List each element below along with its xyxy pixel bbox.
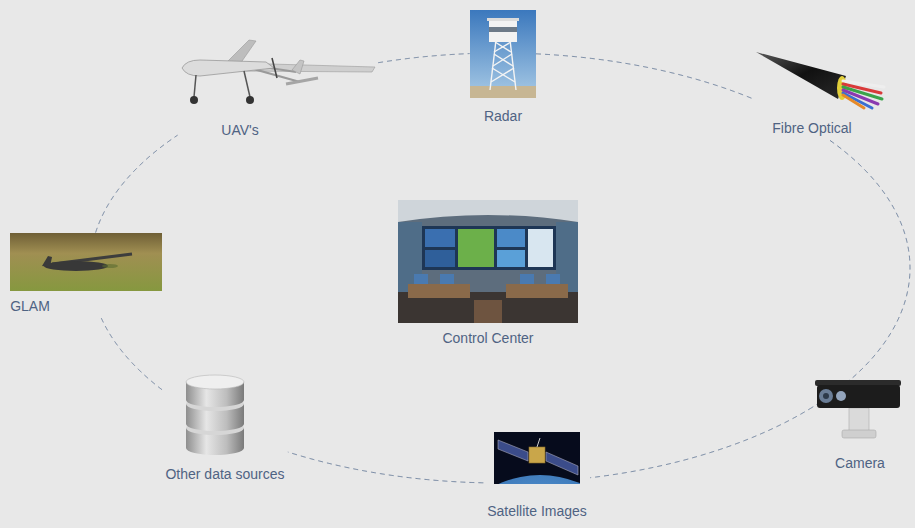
ring-connector bbox=[101, 318, 162, 390]
ring-connector bbox=[590, 407, 812, 478]
node-label: Control Center bbox=[442, 330, 533, 347]
sensor-node: Control Center bbox=[398, 200, 578, 350]
node-label: Camera bbox=[835, 455, 885, 472]
radar-illustration bbox=[470, 10, 536, 98]
camera-illustration bbox=[815, 380, 901, 438]
sensor-node: Fibre Optical bbox=[755, 50, 885, 140]
ring-connector bbox=[536, 54, 755, 100]
satellite-illustration bbox=[494, 432, 580, 484]
ring-connector bbox=[288, 452, 483, 483]
node-label: Satellite Images bbox=[487, 503, 587, 520]
node-label: UAV's bbox=[221, 122, 258, 139]
sensor-node: GLAM bbox=[7, 233, 162, 318]
node-label: Fibre Optical bbox=[772, 120, 851, 137]
ring-connector bbox=[96, 135, 178, 232]
ring-connector bbox=[378, 54, 469, 63]
glam-illustration bbox=[10, 233, 162, 291]
sensor-node: Other data sources bbox=[162, 375, 287, 486]
sensor-node: Satellite Images bbox=[484, 432, 590, 523]
control-center-illustration bbox=[398, 200, 578, 323]
uav-illustration bbox=[182, 40, 375, 104]
database-illustration bbox=[186, 375, 244, 455]
fibre-illustration bbox=[756, 52, 884, 108]
node-label: Radar bbox=[484, 108, 522, 125]
node-label: GLAM bbox=[10, 298, 50, 315]
sensor-node: Radar bbox=[470, 10, 536, 128]
ring-connector bbox=[812, 140, 910, 407]
node-label: Other data sources bbox=[165, 466, 284, 483]
sensor-node: UAV's bbox=[178, 38, 378, 142]
sensor-node: Camera bbox=[815, 380, 901, 475]
